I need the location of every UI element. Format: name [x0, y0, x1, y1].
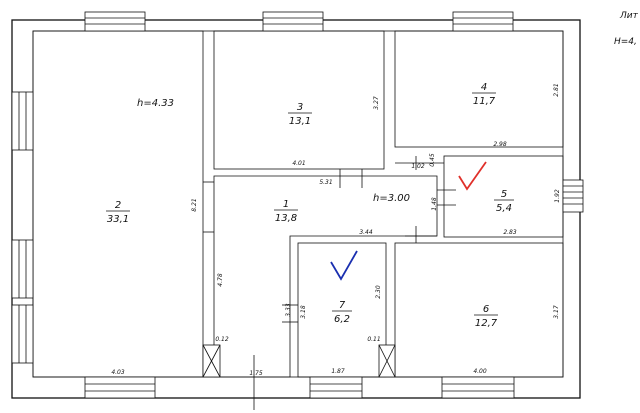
- dim-room-7-left2: 3.33: [285, 303, 292, 317]
- window-bottom-2: [309, 376, 363, 399]
- vent-box-2: [378, 344, 396, 378]
- vent-box-1: [202, 344, 221, 378]
- outer-wall-outer: [11, 19, 581, 399]
- dim-room-4-right: 2.81: [553, 83, 560, 96]
- room-2-area: 33,1: [107, 214, 129, 225]
- door-ticks: [203, 156, 456, 410]
- dim-room-5-left: 1.48: [431, 197, 438, 211]
- blue-check-icon: [330, 250, 358, 281]
- room-4-area: 11,7: [473, 96, 496, 107]
- dim-room-2-bottom: 4.03: [111, 369, 125, 376]
- room-1-area: 13,8: [275, 213, 297, 224]
- window-top-1: [84, 11, 146, 32]
- room-3-area: 13,1: [289, 116, 311, 127]
- room-4-outline: [394, 30, 564, 148]
- room-3-outline: [213, 30, 385, 170]
- window-bottom-1: [84, 376, 156, 399]
- room-1-number: 1: [283, 199, 289, 210]
- dim-room-7-left: 3.18: [300, 305, 307, 319]
- room-6-area: 12,7: [475, 318, 498, 329]
- window-right: [562, 179, 584, 213]
- dim-room-6-bottom: 4.00: [473, 368, 487, 375]
- room-7-area: 6,2: [334, 314, 350, 325]
- dim-room-7-bottom: 1.87: [331, 368, 345, 375]
- room-2-height: h=4.33: [137, 98, 174, 109]
- window-left-2: [11, 239, 34, 299]
- dim-room-6-right: 3.17: [553, 305, 560, 319]
- room-5-number: 5: [501, 189, 507, 200]
- dim-room-3-right: 3.27: [373, 96, 380, 110]
- window-left-1: [11, 91, 34, 151]
- dim-room-5-top: 1.02: [411, 163, 425, 170]
- dim-room-5-bottom: 2.83: [503, 229, 517, 236]
- window-bottom-3: [441, 376, 515, 399]
- window-top-3: [452, 11, 514, 32]
- dim-room-2-vertical: 8.21: [191, 198, 198, 211]
- window-left-3: [11, 304, 34, 364]
- room-3-number: 3: [297, 102, 303, 113]
- dim-room-3-bottom: 4.01: [292, 160, 305, 167]
- room-7-number: 7: [339, 300, 346, 311]
- room-5-area: 5,4: [496, 203, 512, 214]
- dim-room-1-bottom: 3.44: [359, 229, 373, 236]
- height-label: Н=4,: [614, 37, 637, 47]
- room-6-outline: [394, 242, 564, 378]
- dim-room-4-bottom: 2.98: [493, 141, 507, 148]
- dim-room-5-right: 1.92: [554, 189, 561, 203]
- lit-label: Лит :: [619, 11, 640, 21]
- room-1-outline: [213, 175, 438, 378]
- dim-room-1-top: 5.31: [319, 179, 332, 186]
- room-1-height: h=3.00: [373, 193, 410, 204]
- dim-room-1-left: 4.78: [217, 273, 224, 287]
- room-2-number: 2: [115, 200, 121, 211]
- dim-room-5-small: 0.45: [429, 153, 436, 167]
- dim-room-1-door: 1.75: [249, 370, 263, 377]
- dim-room-7-right: 2.30: [375, 285, 382, 299]
- red-check-icon: [458, 161, 487, 191]
- window-top-2: [262, 11, 324, 32]
- room-4-number: 4: [481, 82, 487, 93]
- room-6-number: 6: [483, 304, 489, 315]
- dim-room-7-small: 0.11: [367, 336, 380, 343]
- dim-room-1-small: 0.12: [215, 336, 229, 343]
